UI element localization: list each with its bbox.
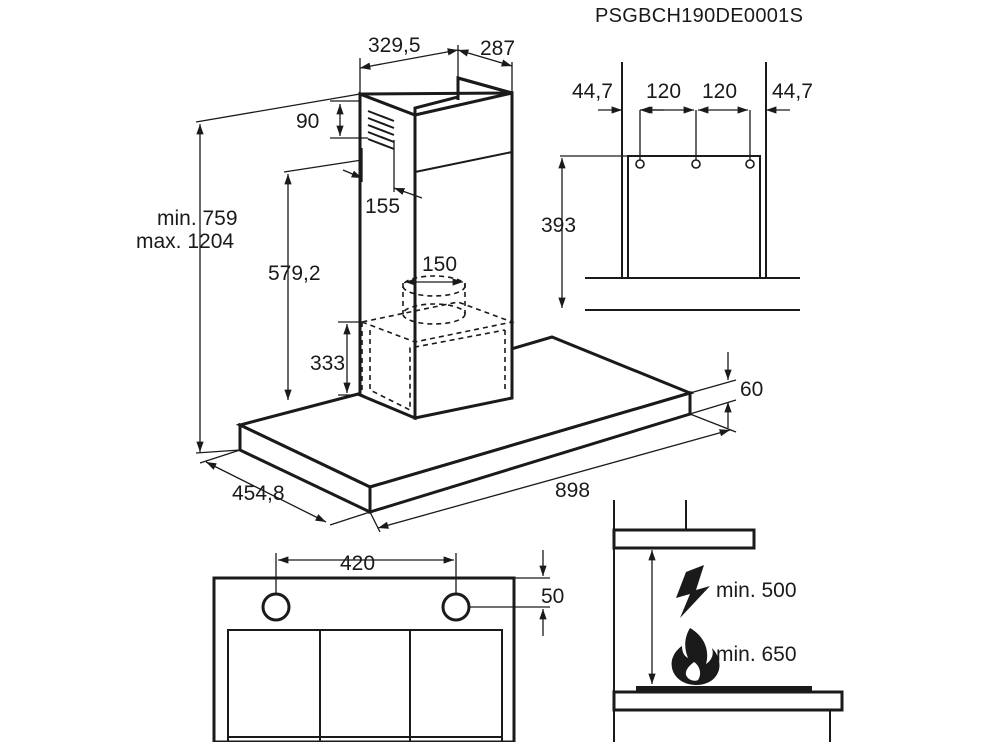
height-min-label: min. 759 [157,207,238,230]
worktop [612,690,844,712]
chimney-width-label: 329,5 [368,34,421,57]
bracket-spacing-left-label: 120 [646,80,681,103]
product-code: PSGBCH190DE0001S [595,5,803,27]
mounting-hole-right [441,592,471,622]
electric-clearance-label: min. 500 [716,579,797,602]
lightning-bolt-icon [676,565,710,618]
clearance-view: min. 500 min. 650 [612,500,844,742]
flame-icon [671,628,720,685]
bracket-spacing-right-label: 120 [702,80,737,103]
bracket-keyholes [635,110,755,169]
vent-grille [367,110,395,150]
height-max-label: max. 1204 [136,230,234,253]
gas-clearance-label: min. 650 [716,643,797,666]
chimney-left-face [358,91,417,421]
chimney-lower-height-label: 579,2 [268,262,321,285]
flame-inner [685,662,701,681]
bracket-height-label: 393 [541,214,576,237]
canopy-depth-label: 454,8 [232,482,285,505]
hole-spacing-label: 420 [340,552,375,575]
chimney-joint [414,151,513,173]
canopy-thickness-label: 60 [740,378,763,401]
hood-side-profile [612,528,756,550]
hob [636,686,812,692]
chimney-depth-label: 287 [480,37,515,60]
bracket-plate [627,155,761,279]
hood-perspective-view: 329,5 287 90 155 min. 759 max. 1204 579,… [136,34,763,533]
bracket-detail-view: 44,7 120 120 44,7 393 [541,62,813,311]
vent-height-label: 90 [296,110,319,133]
motor-box-hidden [359,275,515,420]
motor-box-height-label: 333 [310,352,345,375]
bracket-edge-right-label: 44,7 [772,80,813,103]
hole-offset-label: 50 [541,585,564,608]
bracket-edge-left-label: 44,7 [572,80,613,103]
underside-view: 420 50 [212,550,564,744]
vent-offset-label: 155 [365,195,400,218]
mounting-hole-left [261,592,291,622]
canopy-width-label: 898 [555,479,590,502]
outlet-diameter-label: 150 [422,253,457,276]
